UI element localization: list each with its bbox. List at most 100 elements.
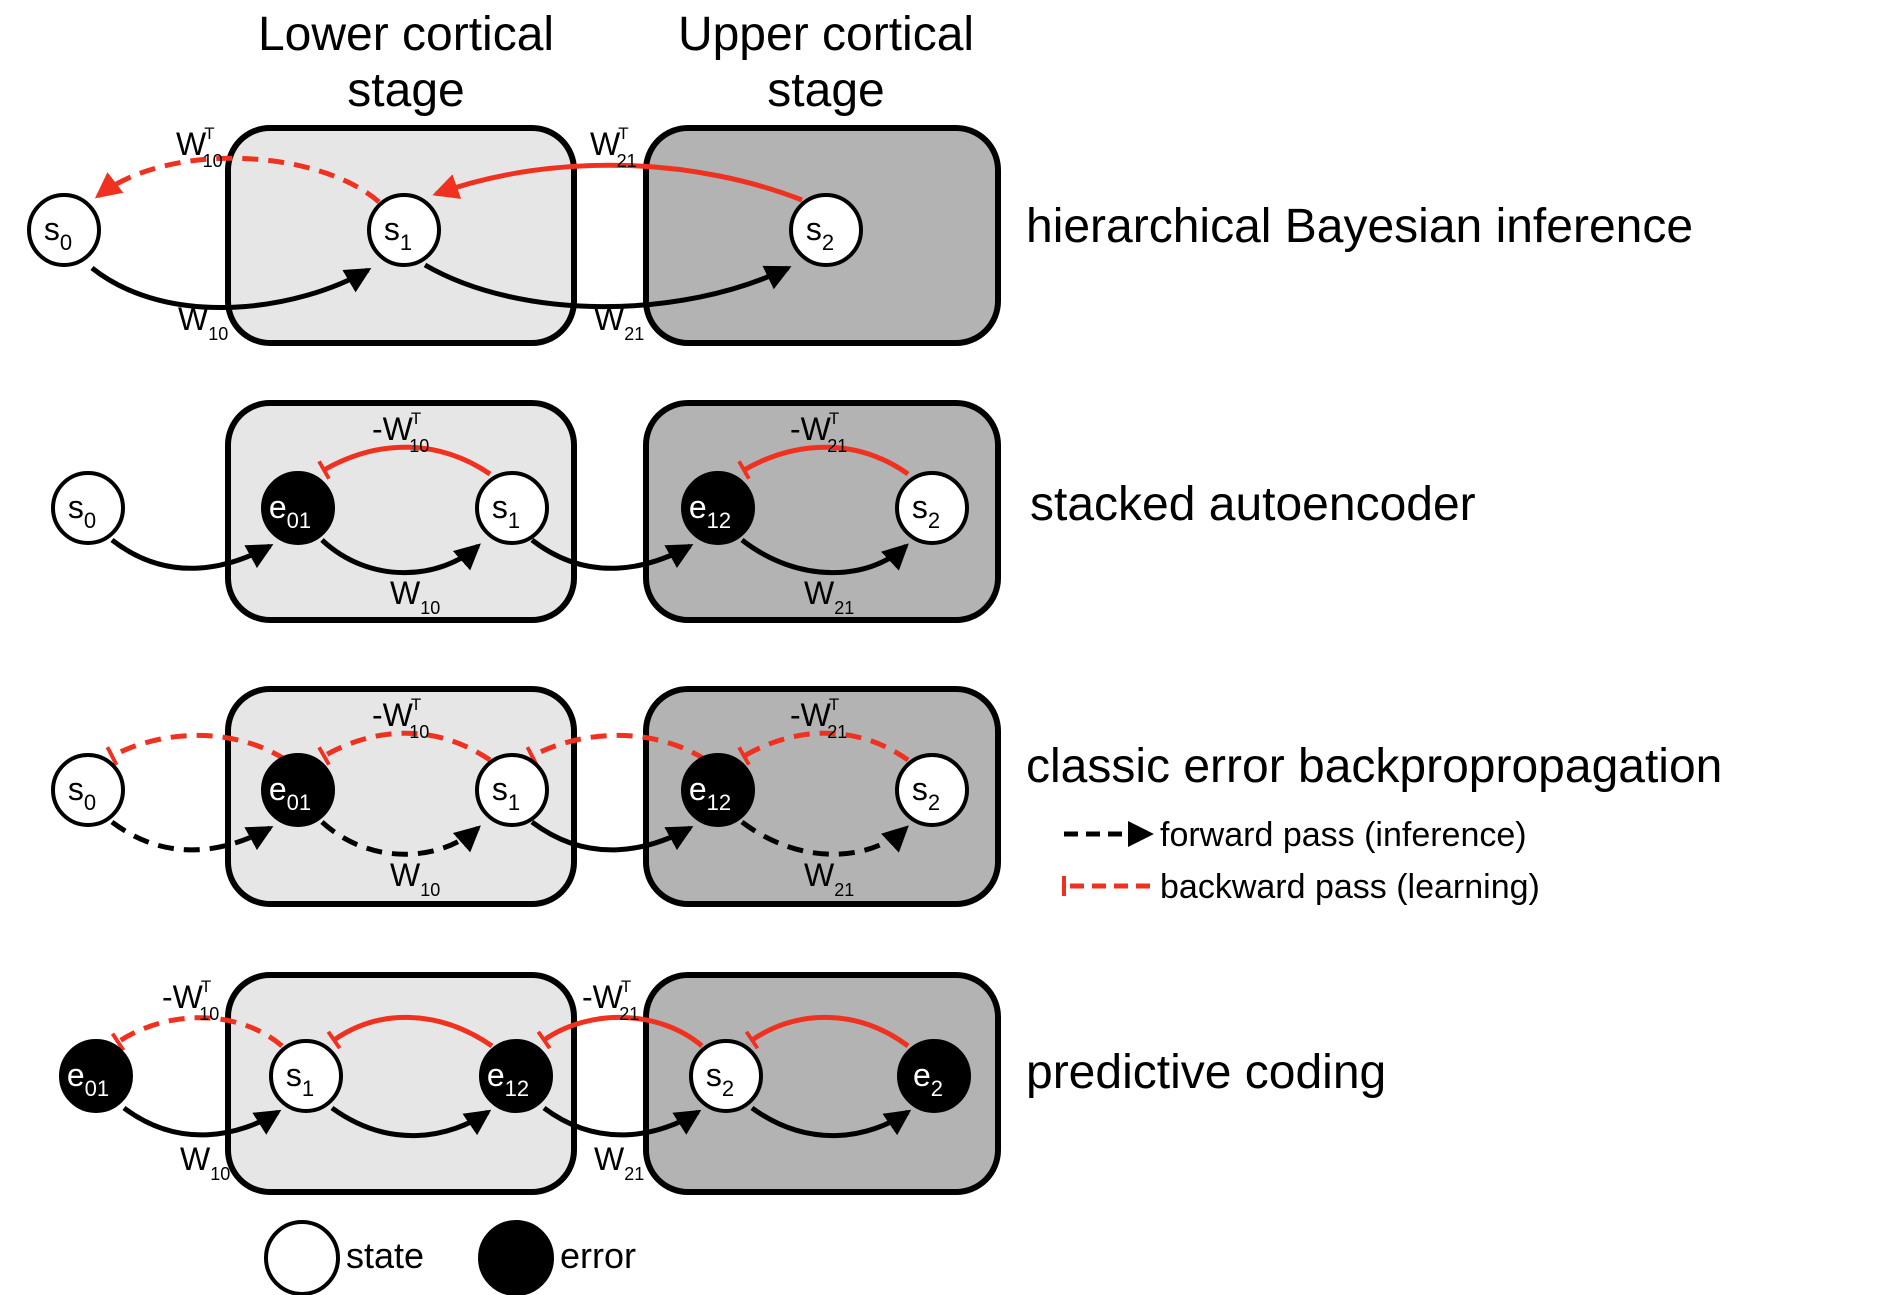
svg-text:s2: s2	[912, 489, 940, 533]
weight-label-w21: W21	[594, 301, 644, 344]
legend-forward-label: forward pass (inference)	[1160, 816, 1527, 854]
state-node-s0: s0	[27, 193, 101, 267]
state-node-s2: s2	[689, 1039, 763, 1113]
arrow-forward	[740, 538, 909, 576]
state-node-s2: s2	[895, 471, 969, 545]
inhibitory-dashed	[317, 730, 492, 766]
weight-label-w21: W21	[804, 857, 854, 900]
lower-stage-header-line2: stage	[347, 64, 464, 117]
weight-label-w10: W10	[390, 857, 440, 900]
error-node-e12: e12	[479, 1039, 553, 1113]
legend-backward-label: backward pass (learning)	[1160, 868, 1540, 906]
arrow-forward	[110, 538, 274, 571]
arrow-forward-dashed	[110, 820, 274, 853]
lower-stage-box	[225, 972, 577, 1195]
inhibitory-connection	[737, 444, 910, 480]
state-node-s0: s0	[51, 471, 125, 545]
inhibitory-connection	[744, 1015, 910, 1050]
row-title: hierarchical Bayesian inference	[1026, 200, 1693, 253]
state-node-s1: s1	[367, 193, 441, 267]
weight-label-w10: W10	[178, 301, 228, 344]
error-node-e01: e01	[261, 753, 335, 827]
weight-label-w21: W21	[594, 1141, 644, 1184]
inhibitory-connection	[326, 1015, 494, 1050]
svg-text:e01: e01	[269, 489, 311, 533]
svg-text:e12: e12	[689, 489, 731, 533]
svg-text:e2: e2	[913, 1057, 943, 1101]
error-node-e01: e01	[59, 1039, 133, 1113]
inhibitory-dashed	[525, 733, 708, 766]
error-node-e2: e2	[897, 1039, 971, 1113]
lower-stage-header-line1: Lower cortical	[258, 8, 554, 61]
error-node-e12: e12	[681, 753, 755, 827]
weight-label-w10: W10	[390, 575, 440, 618]
row-title: classic error backpropropagation	[1026, 740, 1722, 793]
state-node-s1: s1	[475, 471, 549, 545]
arrow-forward	[750, 1105, 912, 1138]
node-legend: state error	[264, 1220, 636, 1295]
svg-text:s2: s2	[706, 1057, 734, 1101]
state-node-s1: s1	[475, 753, 549, 827]
arrow-backward	[432, 162, 803, 203]
state-node-s2: s2	[789, 193, 863, 267]
svg-text:e12: e12	[487, 1057, 529, 1101]
state-node-s1: s1	[269, 1039, 343, 1113]
svg-text:s1: s1	[286, 1057, 314, 1101]
lower-stage-box	[225, 686, 577, 907]
inhibitory-connection	[317, 444, 492, 480]
row-title: predictive coding	[1026, 1046, 1386, 1099]
arrow-forward	[90, 266, 372, 311]
state-node-s2: s2	[895, 753, 969, 827]
legend-state-circle	[264, 1220, 340, 1295]
inhibitory-connection	[536, 1015, 704, 1050]
arrow-forward	[122, 1105, 282, 1138]
svg-text:e12: e12	[689, 771, 731, 815]
weight-label-w10: W10	[180, 1141, 230, 1184]
svg-text:s1: s1	[384, 211, 412, 255]
upper-stage-box	[643, 400, 1001, 623]
arrow-forward	[530, 820, 694, 853]
weight-label-w21: W21	[804, 575, 854, 618]
row-title: stacked autoencoder	[1030, 478, 1476, 531]
arrow-forward	[330, 1105, 492, 1138]
svg-text:s1: s1	[492, 489, 520, 533]
inhibitory-dashed	[110, 1015, 284, 1052]
error-node-e12: e12	[681, 471, 755, 545]
upper-stage-box	[643, 686, 1001, 907]
error-node-e01: e01	[261, 471, 335, 545]
arrow-forward	[423, 262, 792, 310]
svg-text:s2: s2	[912, 771, 940, 815]
upper-stage-header-line1: Upper cortical	[678, 8, 974, 61]
arrow-forward-dashed	[320, 820, 481, 857]
arrow-forward	[320, 538, 481, 576]
arrow-forward	[542, 1105, 702, 1138]
lower-stage-box	[225, 400, 577, 623]
svg-text:s0: s0	[68, 771, 96, 815]
svg-text:s0: s0	[44, 211, 72, 255]
inhibitory-dashed	[105, 733, 288, 766]
state-node-s0: s0	[51, 753, 125, 827]
legend-error-label: error	[560, 1235, 636, 1276]
inhibitory-dashed	[737, 730, 910, 766]
legend-state-label: state	[346, 1235, 424, 1276]
upper-stage-box	[643, 972, 1001, 1195]
svg-text:e01: e01	[67, 1057, 109, 1101]
upper-stage-header-line2: stage	[767, 64, 884, 117]
arrow-forward	[530, 538, 694, 571]
svg-text:s1: s1	[492, 771, 520, 815]
arrow-forward-dashed	[740, 820, 909, 857]
pass-legend: forward pass (inference) backward pass (…	[1062, 816, 1540, 906]
svg-text:s0: s0	[68, 489, 96, 533]
